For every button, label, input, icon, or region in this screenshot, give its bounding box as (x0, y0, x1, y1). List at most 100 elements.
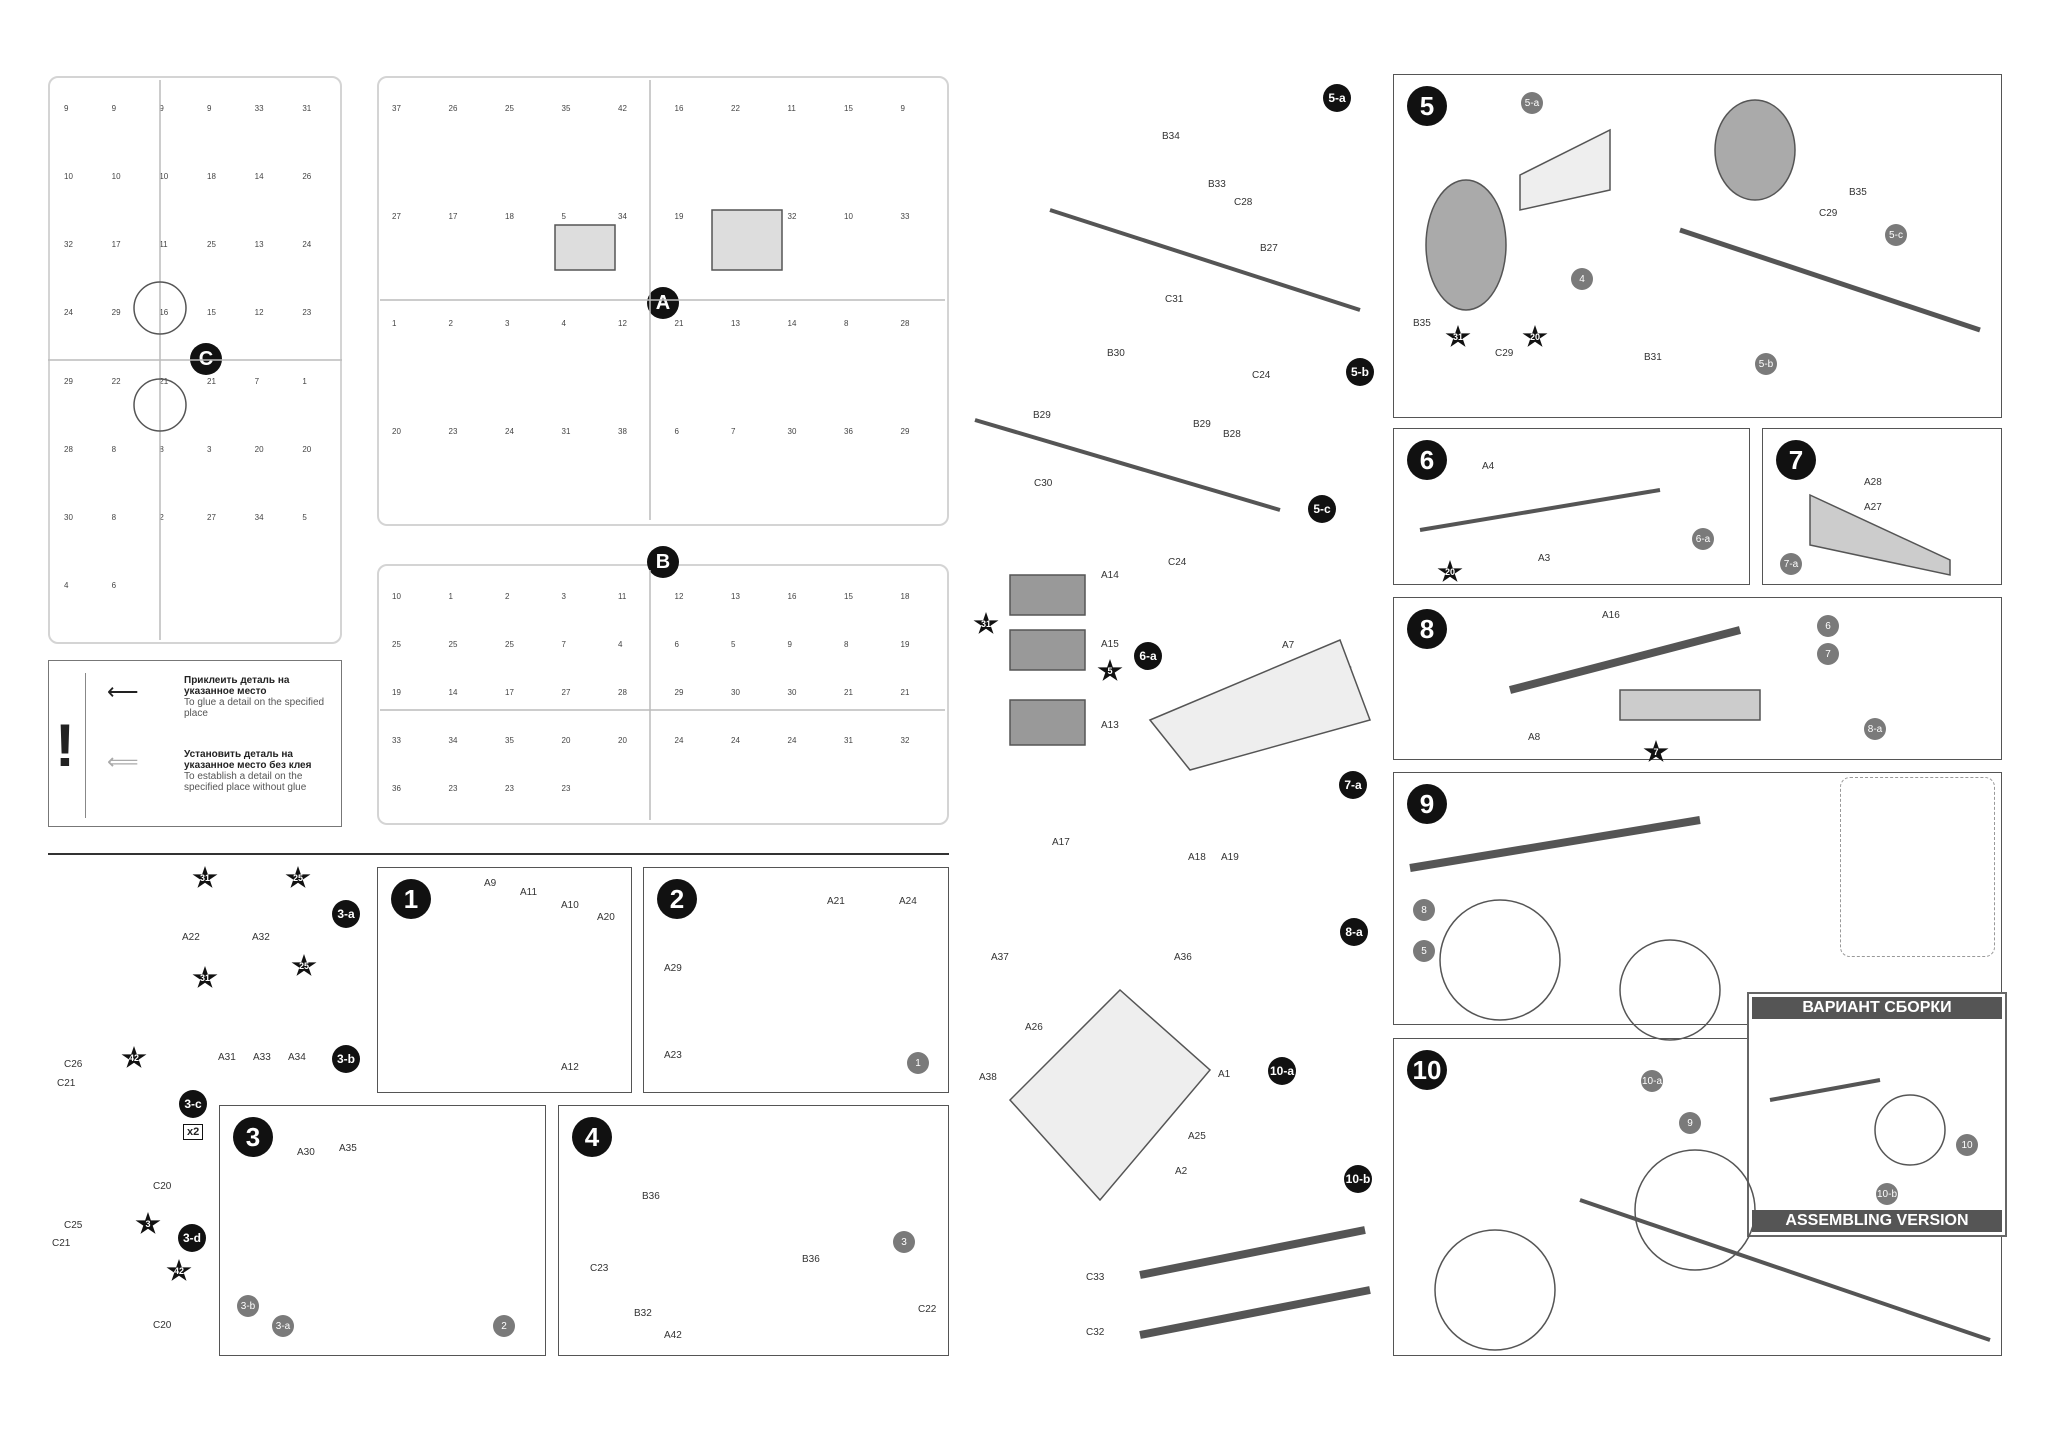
part-label: A27 (1864, 502, 1882, 513)
sprue-part-number: 21 (159, 376, 169, 386)
part-label: A37 (991, 952, 1009, 963)
part-label: A29 (664, 963, 682, 974)
sprue-part-number: 28 (64, 444, 73, 454)
substep-5a-badge: 5-a (1323, 84, 1351, 112)
sprue-part-number: 22 (731, 104, 740, 113)
ref-badge: 8-a (1864, 718, 1886, 740)
sprue-part-number: 10 (844, 211, 853, 221)
star-badge: 5 (1097, 659, 1123, 681)
sprue-part-number: 9 (111, 104, 117, 113)
sprue-part-number: 23 (448, 784, 458, 793)
sprue-part-number: 24 (505, 426, 514, 436)
part-label: B27 (1260, 243, 1278, 254)
part-label: A32 (252, 932, 270, 943)
sprue-part-number: 25 (505, 640, 514, 649)
sprue-part-number: 16 (787, 592, 797, 601)
sprue-part-number: 10 (111, 172, 121, 182)
sprue-part-number: 16 (159, 308, 169, 318)
substep-10a-badge: 10-a (1268, 1057, 1296, 1085)
sprue-part-number: 21 (207, 376, 216, 386)
ref-badge: 10 (1956, 1134, 1978, 1156)
sprue-part-number: 7 (254, 376, 260, 386)
ref-badge: 4 (1571, 268, 1593, 290)
part-label: B28 (1223, 429, 1241, 440)
substep-3b-badge: 3-b (332, 1045, 360, 1073)
part-label: C24 (1252, 370, 1271, 381)
star-badge: 31 (973, 612, 999, 634)
sprue-part-number: 15 (844, 592, 853, 601)
sprue-part-number: 8 (844, 319, 849, 328)
sprue-part-number: 23 (561, 784, 571, 793)
sprue-part-number: 31 (302, 104, 312, 113)
sprue-part-number: 12 (674, 592, 684, 601)
part-label: C21 (52, 1238, 71, 1249)
part-label: A30 (297, 1147, 315, 1158)
sprue-part-number: 6 (674, 640, 679, 649)
substep-8a-badge: 8-a (1340, 918, 1368, 946)
sprue-a-letter: A (647, 287, 679, 319)
sprue-part-number: 33 (254, 104, 264, 113)
part-label: A22 (182, 932, 200, 943)
sprue-part-number: 20 (392, 426, 401, 436)
part-label: A21 (827, 896, 845, 907)
sprue-part-number: 28 (618, 688, 627, 697)
part-label: A35 (339, 1143, 357, 1154)
sprue-part-number: 20 (618, 736, 627, 745)
part-label: A11 (520, 887, 538, 898)
part-label: A19 (1221, 852, 1239, 863)
sprue-part-number: 24 (731, 736, 740, 745)
substep-10b-badge: 10-b (1344, 1165, 1372, 1193)
part-label: A18 (1188, 852, 1206, 863)
star-badge: 3 (135, 1212, 161, 1234)
sprue-part-number: 20 (561, 736, 571, 745)
glue-en: To glue a detail on the specified place (184, 697, 325, 719)
part-label: A24 (899, 896, 917, 907)
part-label: A9 (484, 878, 497, 889)
sprue-part-number: 11 (159, 240, 168, 250)
step-number: 9 (1407, 784, 1447, 824)
ref-badge: 5 (1413, 940, 1435, 962)
sprue-part-number: 3 (561, 592, 566, 601)
star-badge: 42 (166, 1259, 192, 1281)
sprue-part-number: 13 (731, 319, 740, 328)
detail-inset (1840, 777, 1995, 957)
sprue-part-number: 11 (618, 592, 627, 601)
legend-box: ! ⟵ Приклеить деталь на указанное место … (48, 660, 342, 827)
part-label: C24 (1168, 557, 1187, 568)
sprue-part-number: 9 (787, 640, 792, 649)
part-label: A13 (1101, 720, 1119, 731)
sprue-part-number: 29 (900, 426, 910, 436)
sprue-part-number: 19 (392, 688, 401, 697)
sprue-part-number: 3 (505, 319, 510, 328)
sprue-part-number: 6 (674, 426, 679, 436)
part-label: A15 (1101, 639, 1119, 650)
sprue-part-number: 21 (674, 319, 684, 328)
part-label: C29 (1495, 348, 1514, 359)
glue-ru: Приклеить деталь на указанное место (184, 675, 290, 697)
part-label: C30 (1034, 478, 1053, 489)
step-number: 3 (233, 1117, 273, 1157)
step-8-panel: 8 (1393, 597, 2002, 760)
sprue-part-number: 2 (448, 319, 453, 328)
sprue-part-number: 27 (207, 512, 216, 522)
star-badge: 31 (192, 866, 218, 888)
part-label: A6 (1340, 665, 1353, 676)
sprue-part-number: 26 (302, 172, 312, 182)
no-glue-arrow-icon: ⟸ (107, 749, 139, 774)
substep-3a-badge: 3-a (332, 900, 360, 928)
sprue-part-number: 19 (674, 211, 684, 221)
star-badge: 25 (291, 954, 317, 976)
sprue-part-number: 25 (392, 640, 401, 649)
part-label: C20 (153, 1320, 172, 1331)
glue-arrow-icon: ⟵ (107, 679, 139, 704)
sprue-part-number: 8 (111, 512, 117, 522)
sprue-part-number: 4 (64, 580, 69, 590)
sprue-part-number: 25 (207, 240, 216, 250)
sprue-part-number: 8 (111, 444, 117, 454)
sprue-part-number: 17 (111, 240, 121, 250)
sprue-part-number: 27 (392, 211, 401, 221)
sprue-part-number: 13 (254, 240, 264, 250)
sprue-part-number: 30 (731, 688, 740, 697)
sprue-part-number: 1 (302, 376, 307, 386)
star-badge: 42 (121, 1046, 147, 1068)
